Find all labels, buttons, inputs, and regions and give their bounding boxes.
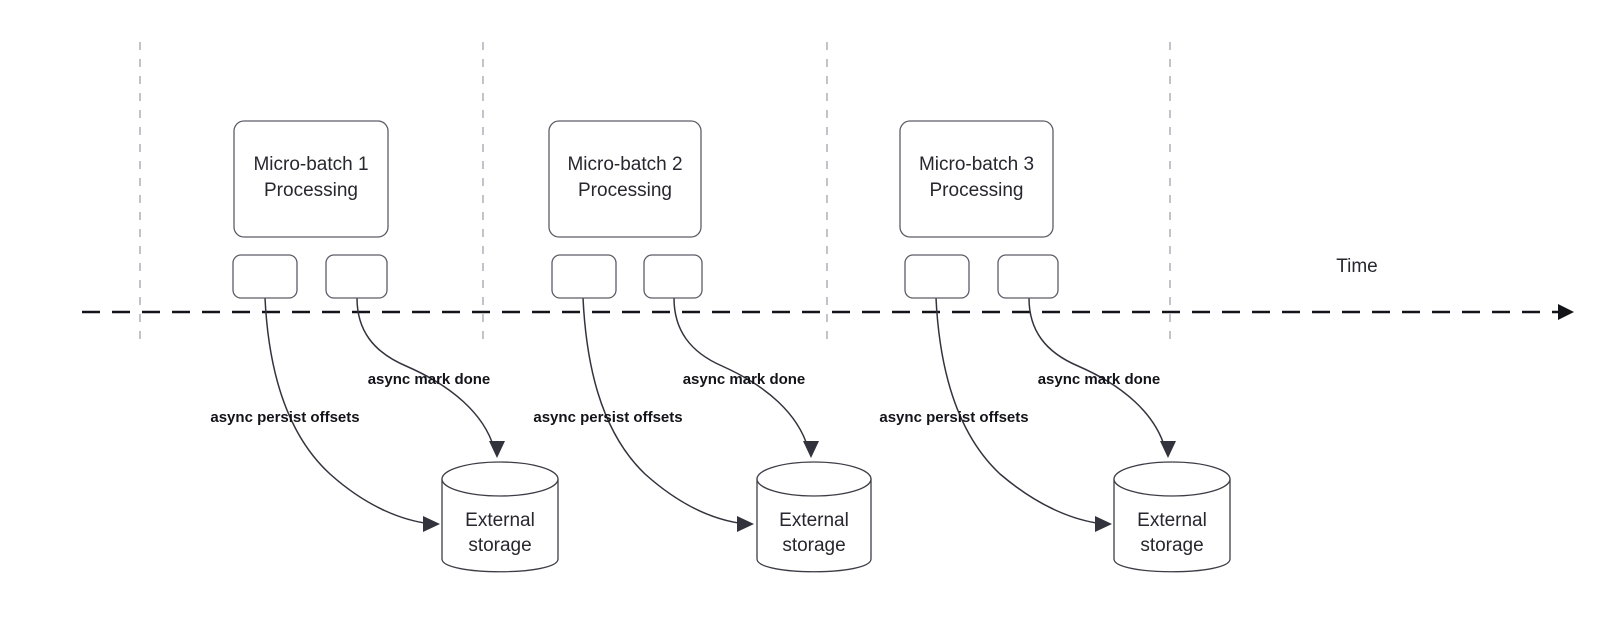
async-mark-done-2-label: async mark done	[683, 371, 806, 388]
async-persist-offsets-2-label: async persist offsets	[533, 409, 682, 426]
micro-batch-2-task-a[interactable]	[551, 254, 617, 299]
shapes-group	[232, 120, 1231, 573]
micro-batch-2-storage-label-line2: storage	[782, 535, 845, 556]
micro-batch-2-box[interactable]	[548, 120, 702, 238]
micro-batch-1-storage-label-line2: storage	[468, 535, 531, 556]
async-persist-offsets-2-path	[582, 297, 747, 525]
micro-batch-3-box[interactable]	[899, 120, 1054, 238]
async-persist-offsets-1-path	[264, 297, 433, 525]
micro-batch-3-task-a[interactable]	[904, 254, 970, 299]
async-mark-done-1-arrowhead	[489, 441, 505, 458]
async-mark-done-3-arrowhead	[1160, 441, 1176, 458]
async-mark-done-2-path	[673, 297, 809, 449]
async-mark-done-1-label: async mark done	[368, 371, 491, 388]
micro-batch-1-box[interactable]	[233, 120, 389, 238]
time-axis-group	[82, 304, 1574, 320]
async-mark-done-2-arrowhead	[803, 441, 819, 458]
micro-batch-1-label-line2: Processing	[264, 180, 358, 201]
micro-batch-2-label-line2: Processing	[578, 180, 672, 201]
time-axis-arrowhead	[1558, 304, 1574, 320]
async-persist-offsets-3-arrowhead	[1095, 516, 1112, 532]
async-persist-offsets-1-label: async persist offsets	[210, 409, 359, 426]
time-axis-label: Time	[1336, 256, 1378, 277]
async-persist-offsets-3-label: async persist offsets	[879, 409, 1028, 426]
micro-batch-1-label-line1: Micro-batch 1	[253, 154, 368, 175]
micro-batch-3-label-line1: Micro-batch 3	[919, 154, 1034, 175]
async-mark-done-3-label: async mark done	[1038, 371, 1161, 388]
micro-batch-1-task-b[interactable]	[325, 254, 388, 299]
micro-batch-3-storage-cylinder-body[interactable]	[1113, 478, 1231, 573]
micro-batch-2-label-line1: Micro-batch 2	[567, 154, 682, 175]
async-persist-offsets-1-arrowhead	[423, 516, 440, 532]
micro-batch-3-storage-label-line2: storage	[1140, 535, 1203, 556]
async-persist-offsets-3-path	[935, 297, 1105, 525]
micro-batch-2-storage-cylinder-body[interactable]	[756, 478, 872, 573]
micro-batch-1-task-a[interactable]	[232, 254, 298, 299]
micro-batch-3-storage-cylinder-top	[1113, 461, 1231, 497]
micro-batch-3-storage-label-line1: External	[1137, 510, 1207, 531]
micro-batch-3-task-b[interactable]	[997, 254, 1059, 299]
async-mark-done-1-path	[356, 297, 495, 449]
async-mark-done-3-path	[1028, 297, 1166, 449]
async-persist-offsets-2-arrowhead	[737, 516, 754, 532]
micro-batch-1-storage-cylinder-top	[441, 461, 559, 497]
flow-edges-group	[264, 297, 1176, 532]
micro-batch-3-label-line2: Processing	[930, 180, 1024, 201]
micro-batch-1-storage-label-line1: External	[465, 510, 535, 531]
micro-batch-2-storage-label-line1: External	[779, 510, 849, 531]
micro-batch-1-storage-cylinder-body[interactable]	[441, 478, 559, 573]
micro-batch-2-task-b[interactable]	[643, 254, 703, 299]
micro-batch-2-storage-cylinder-top	[756, 461, 872, 497]
